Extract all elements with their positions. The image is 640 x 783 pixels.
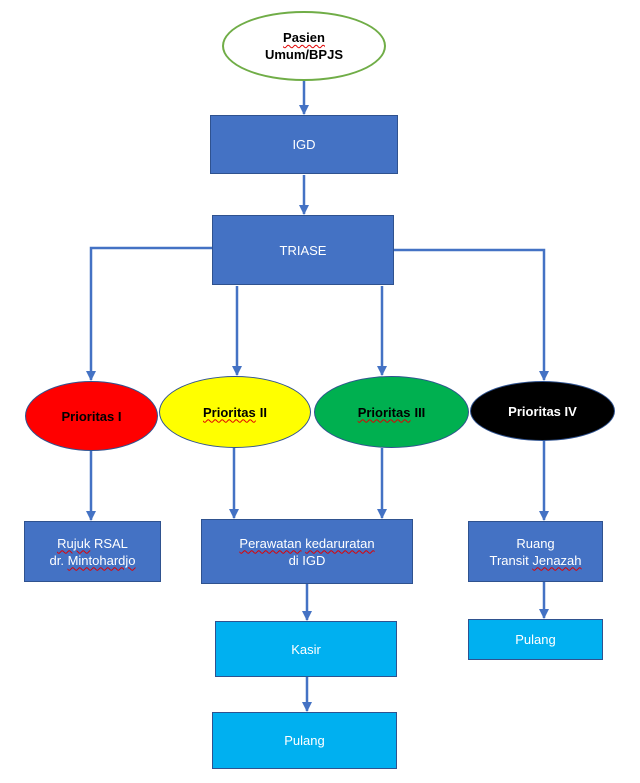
ruang-word-2: Transit bbox=[489, 552, 529, 568]
prioritas-1-label: Prioritas I bbox=[61, 408, 122, 424]
node-pulang-left: Pulang bbox=[212, 712, 397, 769]
prioritas-3-label-word: Prioritas bbox=[357, 404, 411, 420]
node-rujuk: Rujuk RSAL dr. Mintohardjo bbox=[24, 521, 161, 582]
prioritas-4-label: Prioritas IV bbox=[508, 403, 577, 419]
node-perawatan: Perawatan kedaruratan di IGD bbox=[201, 519, 413, 584]
node-prioritas-1: Prioritas I bbox=[25, 381, 158, 451]
node-ruang-transit: Ruang Transit Jenazah bbox=[468, 521, 603, 582]
node-kasir: Kasir bbox=[215, 621, 397, 677]
arrow-triase-to-prioritas-1 bbox=[86, 246, 212, 381]
node-prioritas-3: Prioritas III bbox=[314, 376, 469, 448]
rujuk-word-1: Rujuk bbox=[57, 535, 91, 551]
igd-label: IGD bbox=[292, 137, 316, 152]
perawatan-word-1: Perawatan bbox=[239, 535, 302, 551]
node-igd: IGD bbox=[210, 115, 398, 174]
triase-label: TRIASE bbox=[279, 242, 327, 258]
ruang-line1: Ruang bbox=[516, 535, 555, 551]
perawatan-word-2: kedaruratan bbox=[305, 535, 375, 551]
ruang-word-3: Jenazah bbox=[532, 552, 582, 568]
prioritas-2-label-num: II bbox=[259, 404, 267, 420]
rujuk-word-4: Mintohardjo bbox=[67, 552, 136, 568]
node-triase: TRIASE bbox=[212, 215, 394, 285]
rujuk-word-2: RSAL bbox=[93, 535, 128, 551]
node-pasien: Pasien Umum/BPJS bbox=[222, 11, 386, 81]
prioritas-2-label-word: Prioritas bbox=[203, 404, 256, 420]
rujuk-line2: dr. Mintohardjo bbox=[49, 552, 135, 569]
rujuk-word-3: dr. bbox=[49, 552, 64, 568]
ruang-line2: Transit Jenazah bbox=[489, 552, 581, 569]
pasien-label-line2: Umum/BPJS bbox=[264, 47, 344, 62]
pasien-label-line1: Pasien bbox=[283, 30, 325, 45]
node-prioritas-2: Prioritas II bbox=[159, 376, 311, 448]
perawatan-line1: Perawatan kedaruratan bbox=[239, 535, 374, 552]
node-prioritas-4: Prioritas IV bbox=[470, 381, 615, 441]
rujuk-line1: Rujuk RSAL bbox=[57, 535, 128, 552]
arrow-triase-to-prioritas-4 bbox=[394, 248, 549, 381]
perawatan-line2: di IGD bbox=[288, 552, 326, 568]
prioritas-3-label-num: III bbox=[414, 404, 426, 420]
pulang-left-label: Pulang bbox=[284, 733, 325, 748]
node-pulang-right: Pulang bbox=[468, 619, 603, 660]
pulang-right-label: Pulang bbox=[515, 632, 556, 647]
kasir-label: Kasir bbox=[291, 641, 321, 657]
